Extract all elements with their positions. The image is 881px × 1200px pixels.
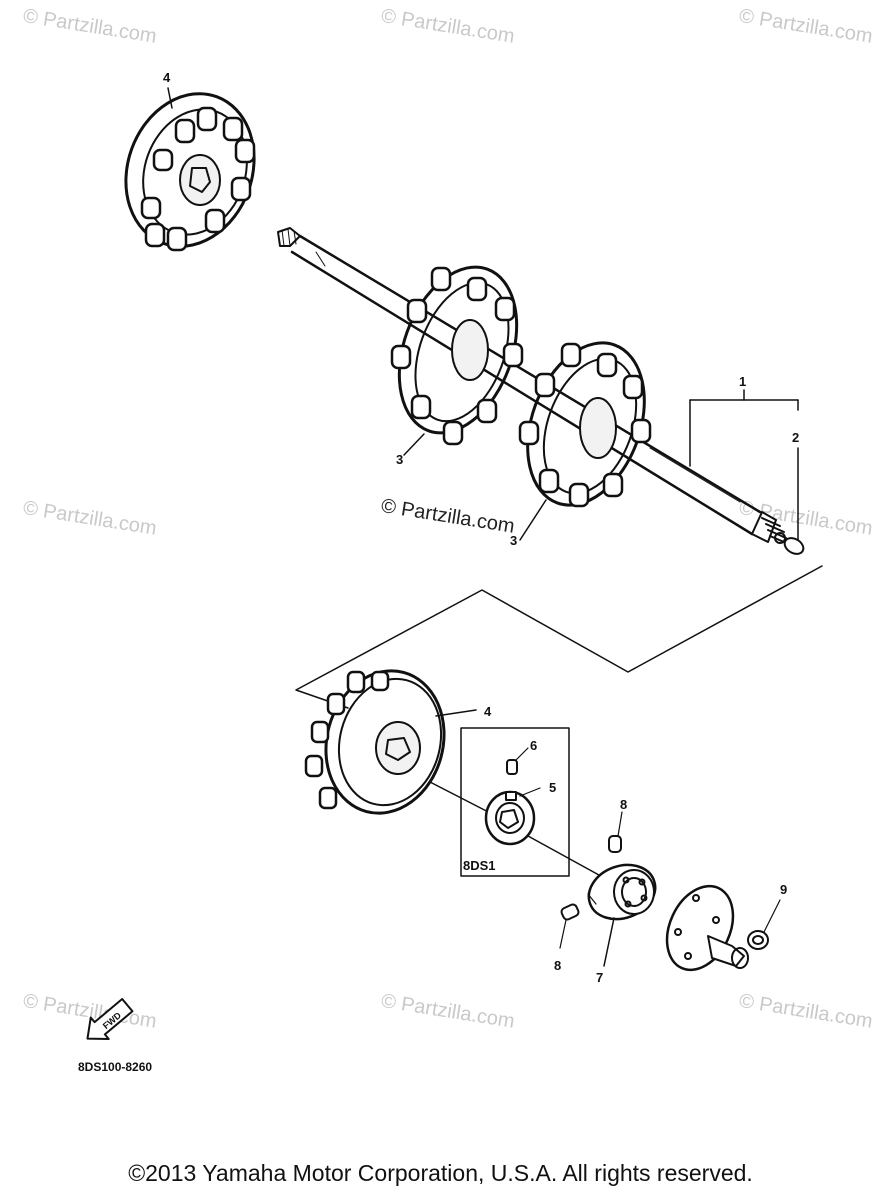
- kit-box-8DS1: [460, 727, 570, 877]
- kit-box-label: 8DS1: [463, 858, 496, 873]
- callout-8-bottom: 8: [554, 958, 562, 973]
- callout-5: 5: [549, 780, 557, 795]
- callout-2: 2: [792, 430, 800, 445]
- nut: [747, 899, 781, 950]
- callout-4-bottom: 4: [484, 704, 492, 719]
- diagram-code: 8DS100-8260: [78, 1060, 153, 1074]
- callout-3b: 3: [510, 533, 518, 548]
- bearing: [587, 863, 657, 967]
- forward-arrow-icon: FWD: [86, 998, 134, 1041]
- set-screw: [506, 759, 518, 775]
- callout-9: 9: [780, 882, 788, 897]
- callout-3: 3: [396, 452, 404, 467]
- idler-wheel-bottom: [304, 669, 501, 819]
- collar: [484, 787, 541, 846]
- callout-6: 6: [530, 738, 538, 753]
- assembly-guide-line: [295, 565, 823, 709]
- sprocket-right: [518, 341, 652, 541]
- callout-7: 7: [596, 970, 604, 985]
- sprocket-wheel-top: [124, 87, 256, 252]
- callout-8-top: 8: [620, 797, 628, 812]
- copyright-notice: ©2013 Yamaha Motor Corporation, U.S.A. A…: [128, 1160, 753, 1186]
- bolt-bottom: [560, 903, 580, 921]
- callout-bracket: [689, 389, 799, 541]
- callout-1: 1: [739, 374, 747, 389]
- hub-flange: [665, 884, 749, 972]
- sprocket-middle: [390, 265, 524, 456]
- callout-4-top: 4: [163, 70, 171, 85]
- bolt-top: [608, 835, 622, 853]
